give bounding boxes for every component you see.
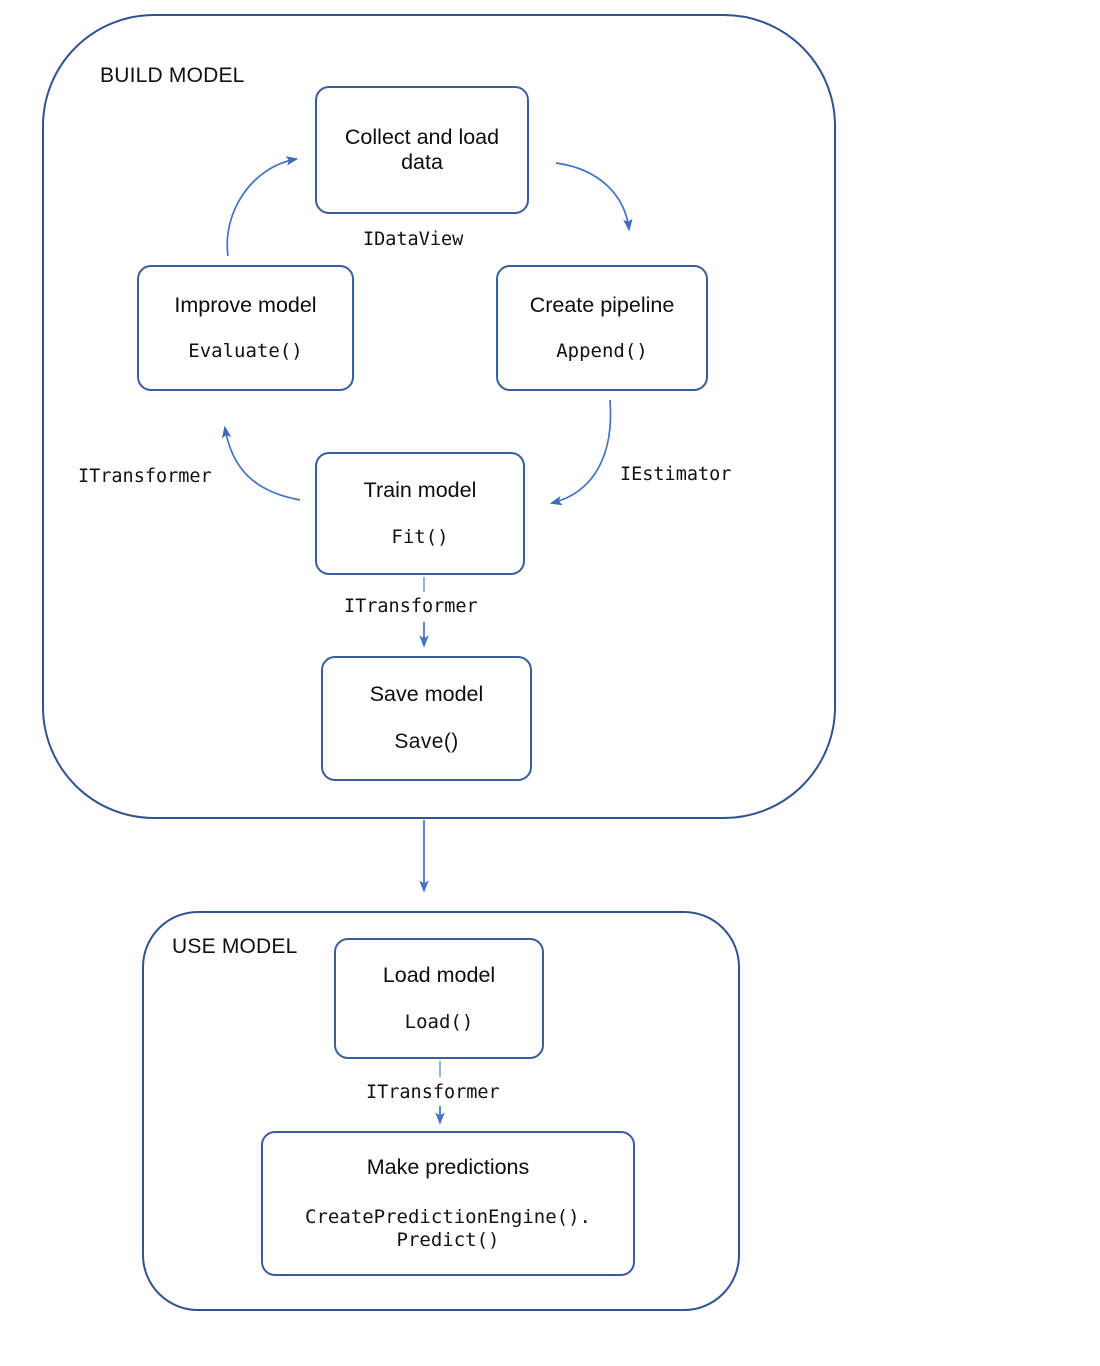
node-make-predictions[interactable]: Make predictions CreatePredictionEngine(… [261,1131,635,1276]
node-load-model[interactable]: Load model Load() [334,938,544,1059]
node-improve-title: Improve model [174,292,317,317]
node-improve-api: Evaluate() [188,340,303,363]
group-build-model [42,14,836,819]
node-predict-title: Make predictions [366,1154,530,1179]
group-use-model [142,911,740,1311]
node-train-title: Train model [363,478,477,503]
node-save-title: Save model [369,682,484,707]
edge-label-idataview: IDataView [363,229,464,250]
node-pipeline-api: Append() [556,340,648,363]
node-pipeline-title: Create pipeline [529,292,675,317]
node-create-pipeline[interactable]: Create pipeline Append() [496,265,708,391]
edge-label-itransformer-predict: ITransformer [366,1082,500,1103]
node-load-title: Load model [382,963,496,988]
group-use-model-label: USE MODEL [172,935,298,958]
edge-label-itransformer-save: ITransformer [344,596,478,617]
node-save-model[interactable]: Save model Save() [321,656,532,781]
edge-label-iestimator: IEstimator [620,464,732,485]
node-predict-api: CreatePredictionEngine(). Predict() [305,1206,591,1252]
node-train-api: Fit() [391,525,449,548]
node-save-api: Save() [394,730,459,754]
node-improve-model[interactable]: Improve model Evaluate() [137,265,354,391]
group-build-model-label: BUILD MODEL [100,64,245,87]
node-collect-title: Collect and load data [344,124,500,174]
node-collect-and-load-data[interactable]: Collect and load data [315,86,529,214]
edge-label-itransformer-improve: ITransformer [78,466,212,487]
node-load-api: Load() [404,1010,474,1033]
node-train-model[interactable]: Train model Fit() [315,452,525,575]
